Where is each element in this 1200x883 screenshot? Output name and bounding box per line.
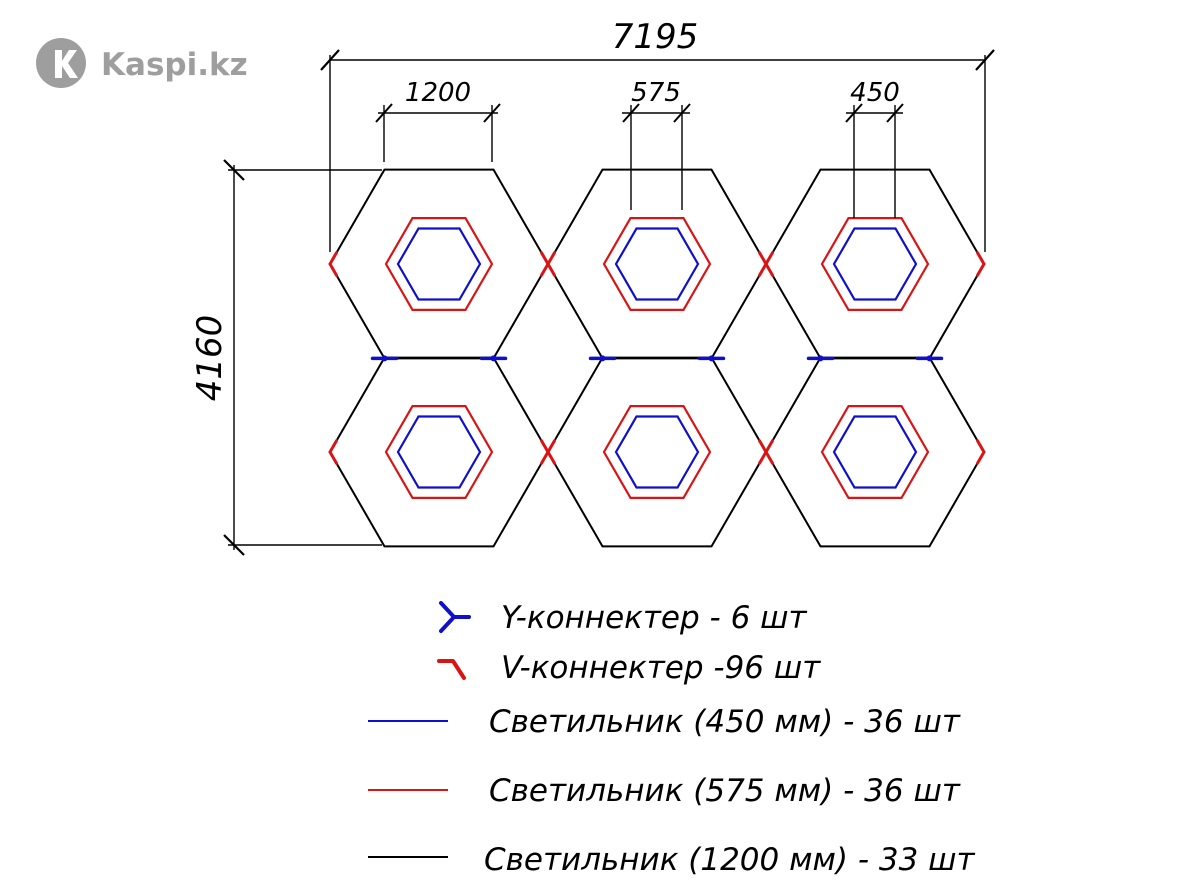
dimension-blue-side-label: 450 xyxy=(850,78,900,108)
legend-label-v-connector: V-коннектер -96 шт xyxy=(501,650,821,686)
y-connectors xyxy=(370,355,944,362)
legend-label-light-1200: Светильник (1200 мм) - 33 шт xyxy=(484,842,976,878)
red-hexagon xyxy=(820,217,930,311)
red-hexagon xyxy=(820,405,930,499)
dimension-total-width-label: 7195 xyxy=(612,17,699,57)
y-connector-node xyxy=(926,355,933,362)
frame-hexagon xyxy=(546,356,768,548)
v-connector-icon xyxy=(437,659,466,680)
blue-hexagon xyxy=(614,415,700,489)
dimension-total-height-label: 4160 xyxy=(190,315,230,402)
legend-item-y-connector: Y-коннектер - 6 шт xyxy=(439,600,808,636)
legend-item-v-connector: V-коннектер -96 шт xyxy=(437,650,821,686)
y-connector-node xyxy=(708,355,715,362)
frame-hexagons xyxy=(328,168,986,548)
y-connector-node xyxy=(381,355,388,362)
blue-hexagon xyxy=(832,415,918,489)
frame-hexagon xyxy=(764,356,986,548)
v-connector xyxy=(328,439,338,465)
blue-hexagon xyxy=(396,227,482,301)
blue-hexagon xyxy=(614,227,700,301)
red-hexagon xyxy=(384,405,494,499)
red-hexagon xyxy=(384,217,494,311)
dimension-red-side-label: 575 xyxy=(631,78,681,108)
red-hexagons xyxy=(384,217,930,499)
legend-label-light-575: Светильник (575 мм) - 36 шт xyxy=(489,773,961,809)
y-connector-node xyxy=(817,355,824,362)
dimension-blue-side xyxy=(845,103,904,218)
kaspi-logo-figure xyxy=(55,50,78,78)
v-connector xyxy=(328,251,338,277)
v-connector xyxy=(976,251,986,277)
blue-hexagon xyxy=(396,415,482,489)
v-connectors xyxy=(328,251,986,465)
dimension-total-height xyxy=(223,159,382,556)
dimension-frame-side-label: 1200 xyxy=(405,78,471,108)
y-connector-node xyxy=(490,355,497,362)
v-connector xyxy=(540,439,550,465)
y-connector-node xyxy=(599,355,606,362)
frame-hexagon xyxy=(546,168,768,360)
red-hexagon xyxy=(602,217,712,311)
frame-hexagon xyxy=(328,356,550,548)
v-connector xyxy=(758,439,768,465)
watermark-text: Kaspi.kz xyxy=(101,47,248,83)
y-connector-icon xyxy=(439,601,471,633)
legend-item-light-1200: Светильник (1200 мм) - 33 шт xyxy=(368,842,976,878)
v-connector xyxy=(758,251,768,277)
red-hexagon xyxy=(602,405,712,499)
dimension-frame-side xyxy=(375,103,501,162)
watermark: Kaspi.kz xyxy=(36,38,248,88)
v-connector xyxy=(540,251,550,277)
legend-item-light-575: Светильник (575 мм) - 36 шт xyxy=(368,773,961,809)
legend-item-light-450: Светильник (450 мм) - 36 шт xyxy=(368,704,961,740)
blue-hexagon xyxy=(832,227,918,301)
legend-label-y-connector: Y-коннектер - 6 шт xyxy=(501,600,808,636)
frame-hexagon xyxy=(764,168,986,360)
v-connector xyxy=(976,439,986,465)
legend: Y-коннектер - 6 шт V-коннектер -96 шт Св… xyxy=(368,600,976,878)
blue-hexagons xyxy=(396,227,918,489)
legend-label-light-450: Светильник (450 мм) - 36 шт xyxy=(489,704,961,740)
frame-hexagon xyxy=(328,168,550,360)
dimension-total-width xyxy=(320,49,995,252)
dimension-red-side xyxy=(622,103,691,210)
